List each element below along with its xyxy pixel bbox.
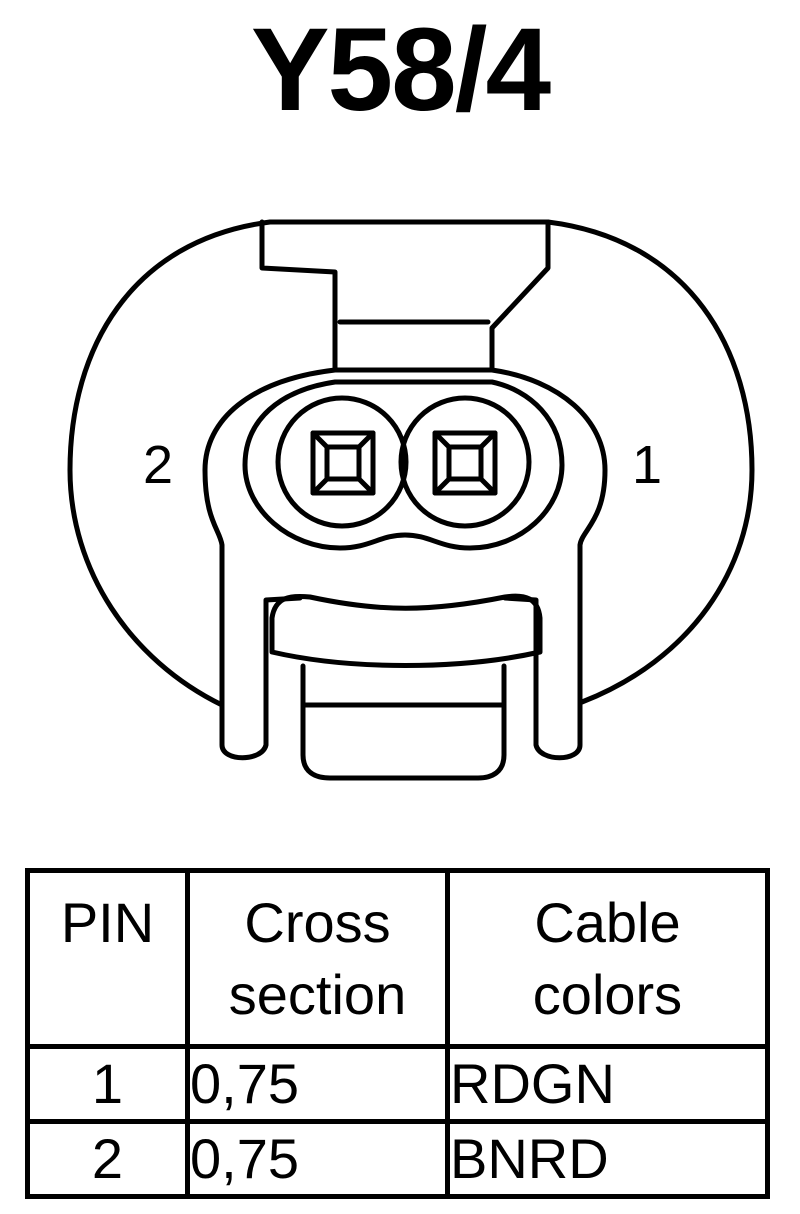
row-cross-section: 0,75 [185, 1044, 450, 1124]
lower-latch [300, 663, 507, 781]
housing-outline [67, 219, 755, 708]
header-color-line2: colors [532, 962, 683, 1026]
pin-cavity [242, 379, 565, 551]
top-latch [259, 219, 551, 373]
table-row: 2 0,75 BNRD [25, 1119, 770, 1199]
pin-assignment-table: PIN Cross section Cable colors 1 0,75 RD… [25, 868, 770, 1199]
connector-face-diagram [67, 219, 755, 781]
table-header-row: PIN Cross section Cable colors [25, 868, 770, 1049]
header-pin: PIN [25, 868, 190, 1049]
row-cable-color: BNRD [445, 1119, 770, 1199]
header-cable-colors: Cable colors [445, 868, 770, 1049]
lower-lock [269, 593, 543, 668]
row-pin: 1 [25, 1044, 190, 1124]
row-cable-color: RDGN [445, 1044, 770, 1124]
inner-body [202, 367, 608, 761]
pin-2-label: 2 [143, 435, 174, 495]
row-cross-section: 0,75 [185, 1119, 450, 1199]
row-pin: 2 [25, 1119, 190, 1199]
pin-1-socket [398, 395, 532, 529]
pin-2-socket [275, 395, 409, 529]
pin-1-label: 1 [632, 435, 663, 495]
header-cross-line2: section [228, 962, 407, 1026]
header-cross-section: Cross section [185, 868, 450, 1049]
header-color-line1: Cable [534, 890, 681, 954]
header-cross-line1: Cross [244, 890, 391, 954]
table-row: 1 0,75 RDGN [25, 1044, 770, 1124]
connector-title: Y58/4 [250, 4, 551, 136]
